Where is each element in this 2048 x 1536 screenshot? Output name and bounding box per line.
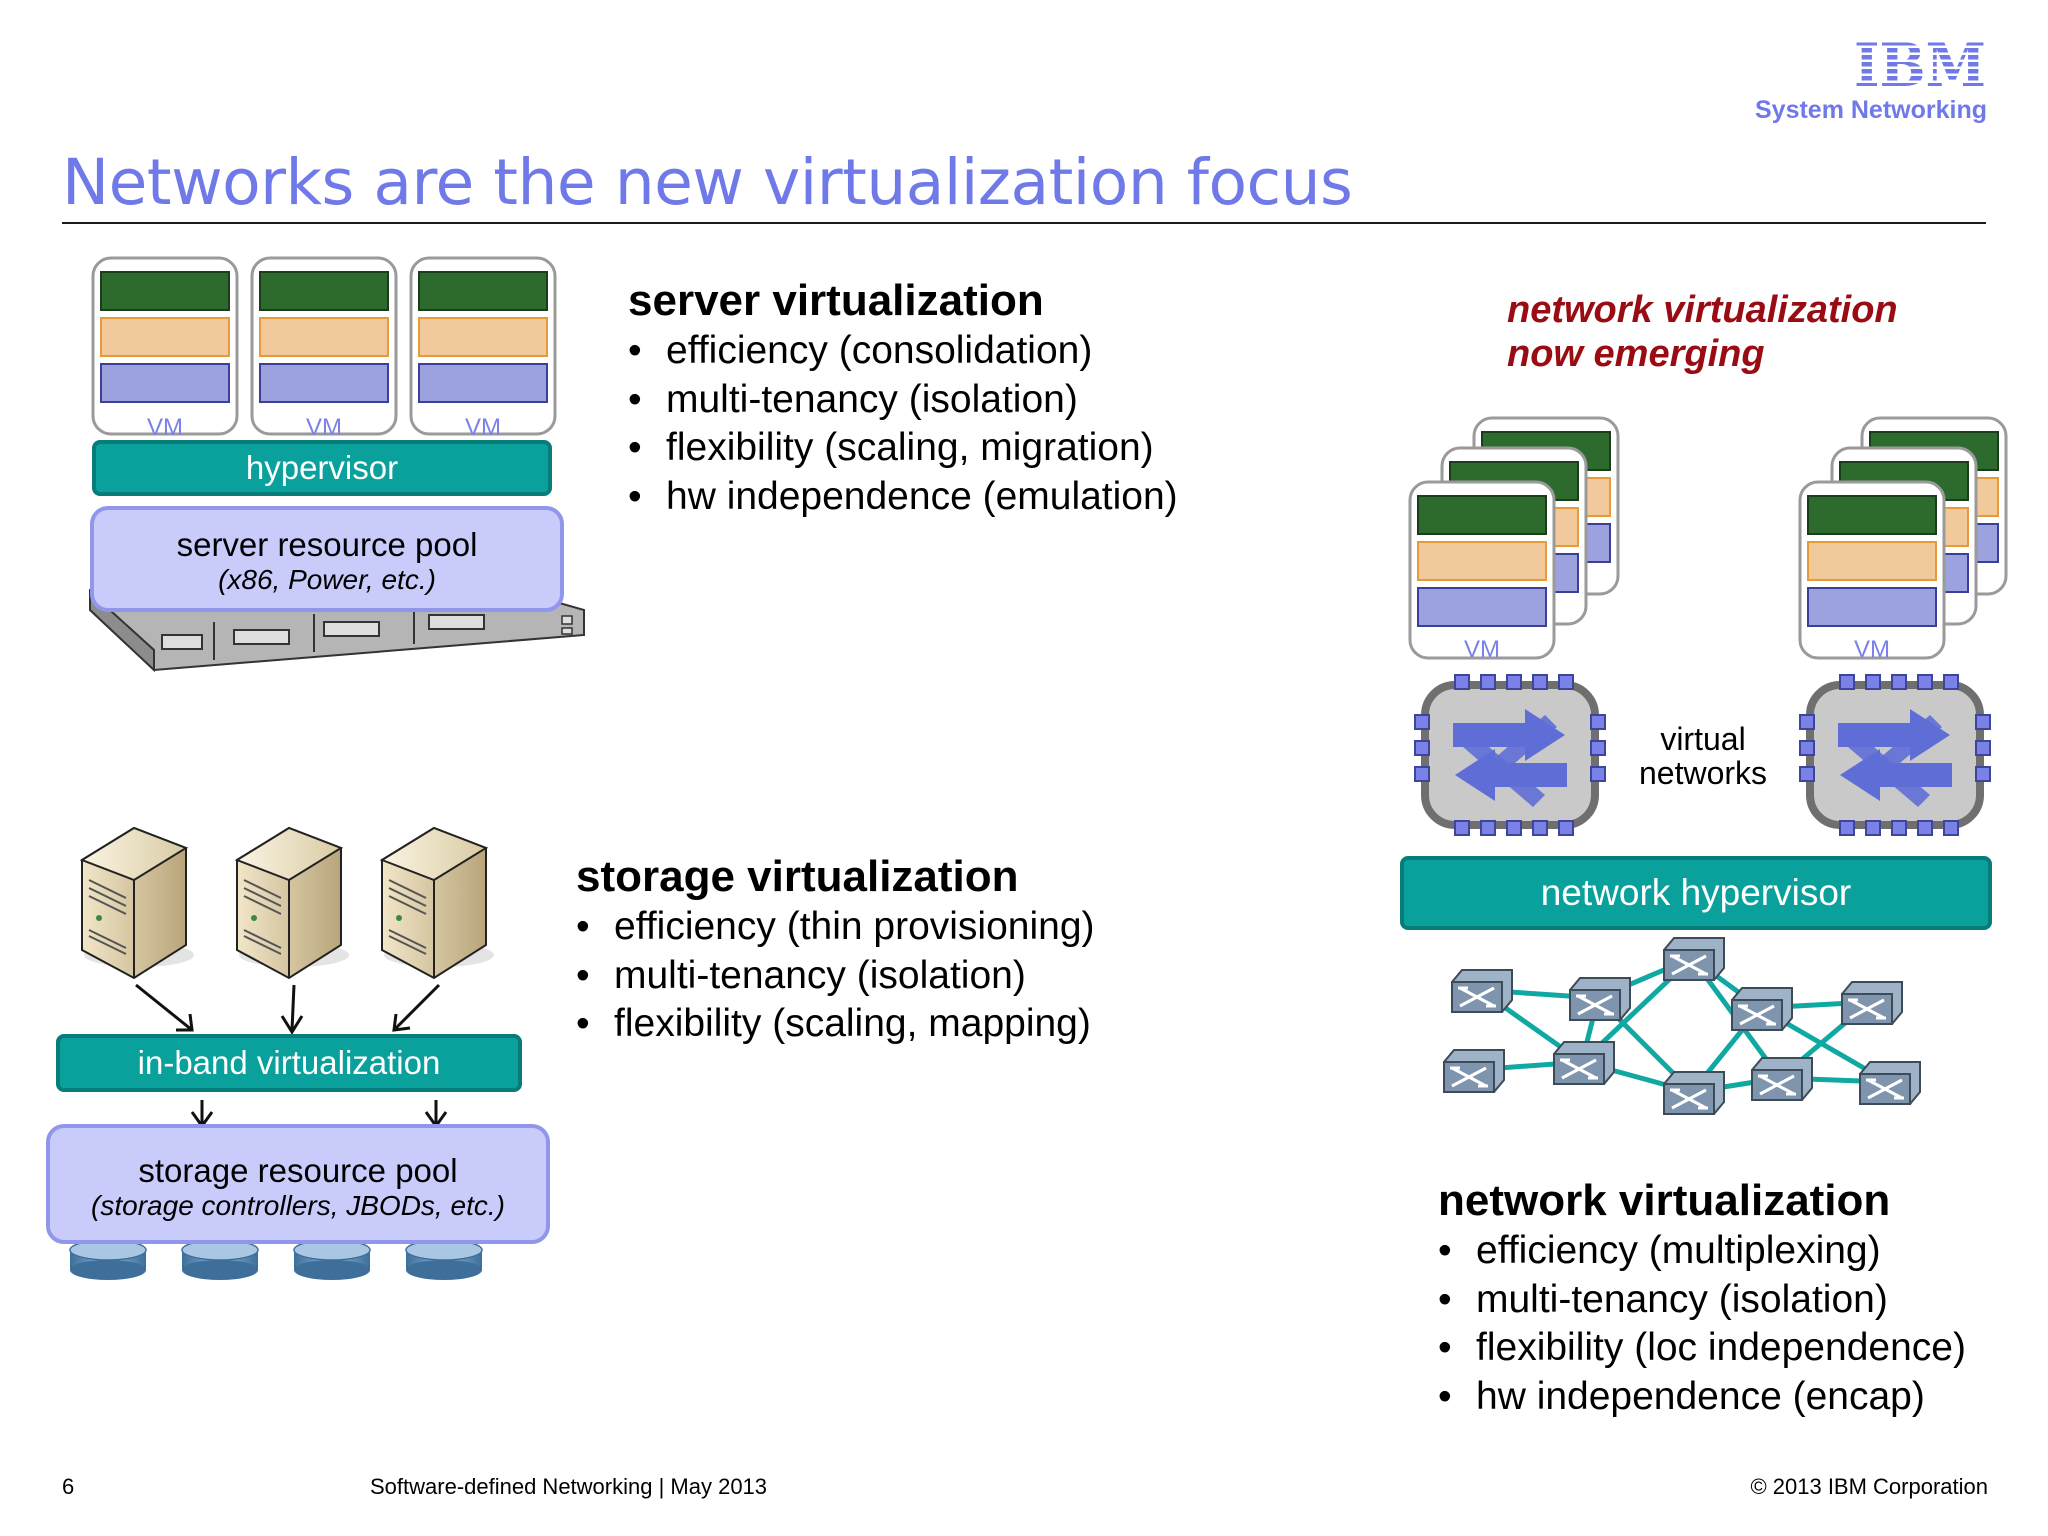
network-virtualization-list: efficiency (multiplexing) multi-tenancy … <box>1438 1227 1966 1421</box>
storage-virtualization-list: efficiency (thin provisioning) multi-ten… <box>576 903 1095 1049</box>
list-item: multi-tenancy (isolation) <box>1438 1276 1966 1325</box>
list-item: flexibility (scaling, mapping) <box>576 1000 1095 1049</box>
vm-card <box>411 258 555 434</box>
server-tower-icon <box>82 828 194 978</box>
vm-label: VM <box>1410 636 1554 664</box>
in-band-virtualization-bar: in-band virtualization <box>56 1034 522 1092</box>
virtual-networks-label: virtual networks <box>1628 722 1778 790</box>
physical-switch-icon <box>1732 988 1792 1030</box>
physical-switch-icon <box>1842 982 1902 1024</box>
physical-switch-icon <box>1444 1050 1504 1092</box>
emerging-line-2: now emerging <box>1507 332 1898 376</box>
server-virtualization-list: efficiency (consolidation) multi-tenancy… <box>628 327 1178 521</box>
physical-switch-icon <box>1664 938 1724 980</box>
physical-switch-icon <box>1752 1058 1812 1100</box>
physical-switch-icon <box>1570 978 1630 1020</box>
server-tower-icon <box>382 828 494 978</box>
page-title: Networks are the new virtualization focu… <box>62 146 1352 219</box>
network-hypervisor-bar: network hypervisor <box>1400 856 1992 930</box>
list-item: efficiency (consolidation) <box>628 327 1178 376</box>
list-item: hw independence (emulation) <box>628 473 1178 522</box>
list-item: efficiency (thin provisioning) <box>576 903 1095 952</box>
vm-stack-left <box>1410 418 1618 658</box>
vm-stack-right <box>1800 418 2006 658</box>
list-item: multi-tenancy (isolation) <box>576 952 1095 1001</box>
vm-label: VM <box>411 414 555 442</box>
network-virtualization-heading: network virtualization <box>1438 1176 1890 1226</box>
virtual-switch-icon <box>1800 675 1990 835</box>
footer-copyright: © 2013 IBM Corporation <box>1700 1474 1988 1500</box>
logo-subtitle: System Networking <box>1747 96 1987 125</box>
vm-label: VM <box>1800 636 1944 664</box>
server-tower-icon <box>237 828 349 978</box>
disk-icon <box>182 1240 258 1280</box>
page-number: 6 <box>62 1474 74 1500</box>
emerging-line-1: network virtualization <box>1507 288 1898 332</box>
physical-switch-icon <box>1860 1062 1920 1104</box>
virtual-networks-line-1: virtual <box>1628 722 1778 756</box>
server-resource-pool: server resource pool (x86, Power, etc.) <box>90 506 564 612</box>
virtual-networks-line-2: networks <box>1628 756 1778 790</box>
storage-virtualization-heading: storage virtualization <box>576 852 1019 902</box>
server-pool-sublabel: (x86, Power, etc.) <box>94 564 560 596</box>
vm-card <box>252 258 396 434</box>
vm-label: VM <box>252 414 396 442</box>
physical-switch-icon <box>1554 1042 1614 1084</box>
svg-text:IBM: IBM <box>1854 34 1986 90</box>
list-item: multi-tenancy (isolation) <box>628 376 1178 425</box>
vm-card <box>93 258 237 434</box>
title-divider <box>62 222 1986 224</box>
server-virtualization-heading: server virtualization <box>628 276 1044 326</box>
ibm-logo: IBM <box>1853 34 1987 90</box>
storage-pool-label: storage resource pool <box>50 1152 546 1190</box>
physical-network-diagram <box>1420 930 1960 1130</box>
virtual-switch-icon <box>1415 675 1605 835</box>
physical-switch-icon <box>1664 1072 1724 1114</box>
server-pool-label: server resource pool <box>94 526 560 564</box>
disk-icon <box>406 1240 482 1280</box>
storage-resource-pool: storage resource pool (storage controlle… <box>46 1124 550 1244</box>
footer-title: Software-defined Networking | May 2013 <box>370 1474 767 1500</box>
physical-switch-icon <box>1452 970 1512 1012</box>
network-emerging-callout: network virtualization now emerging <box>1507 288 1898 376</box>
storage-pool-sublabel: (storage controllers, JBODs, etc.) <box>50 1190 546 1222</box>
list-item: flexibility (loc independence) <box>1438 1324 1966 1373</box>
list-item: efficiency (multiplexing) <box>1438 1227 1966 1276</box>
list-item: hw independence (encap) <box>1438 1373 1966 1422</box>
vm-label: VM <box>93 414 237 442</box>
disk-icon <box>70 1240 146 1280</box>
disk-icon <box>294 1240 370 1280</box>
hypervisor-bar: hypervisor <box>92 440 552 496</box>
list-item: flexibility (scaling, migration) <box>628 424 1178 473</box>
